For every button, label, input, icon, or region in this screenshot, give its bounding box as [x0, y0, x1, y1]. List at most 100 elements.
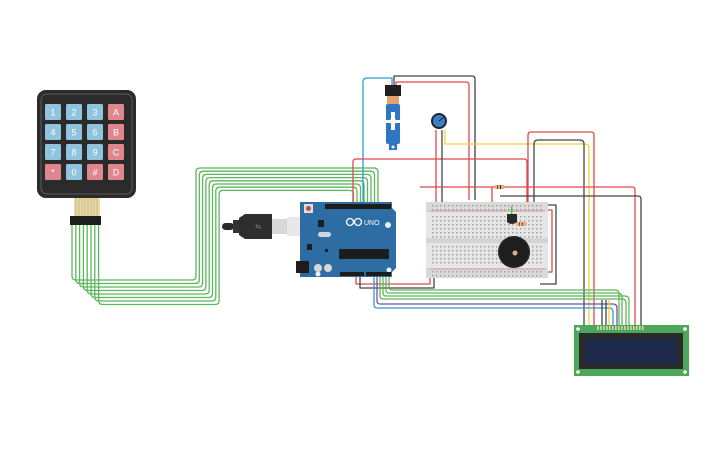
- lcd-pin: [597, 326, 599, 330]
- wire-power-top[interactable]: [352, 158, 528, 228]
- transistor[interactable]: [507, 206, 517, 224]
- key-label: 1: [50, 108, 55, 118]
- lcd-pin: [615, 326, 617, 330]
- wire-rail-red[interactable]: [545, 209, 553, 273]
- lcd-data-wire[interactable]: [388, 276, 620, 326]
- keypad-key-1[interactable]: 1: [45, 104, 61, 120]
- usb-icon: ⇆: [255, 224, 261, 231]
- key-label: 6: [92, 128, 97, 138]
- key-label: B: [113, 128, 119, 138]
- keypad-key-2[interactable]: 2: [66, 104, 82, 120]
- lcd-data-wire[interactable]: [376, 276, 618, 326]
- keypad-wire[interactable]: [78, 173, 372, 288]
- keypad-key-8[interactable]: 8: [66, 144, 82, 160]
- lcd-pin: [627, 326, 629, 330]
- keypad-key-*[interactable]: *: [45, 164, 61, 180]
- wire-servo-signal[interactable]: [362, 77, 393, 205]
- lcd-pin: [636, 326, 638, 330]
- lcd-pin: [618, 326, 620, 330]
- key-label: 5: [71, 128, 76, 138]
- lcd-pin: [612, 326, 614, 330]
- wire-lcd-red-1[interactable]: [527, 131, 595, 326]
- key-label: 4: [50, 128, 55, 138]
- key-label: 0: [71, 168, 76, 178]
- keypad-key-0[interactable]: 0: [66, 164, 82, 180]
- keypad-wire[interactable]: [90, 183, 362, 299]
- lcd-data-wire[interactable]: [373, 276, 614, 326]
- key-label: *: [51, 168, 55, 178]
- keypad-key-5[interactable]: 5: [66, 124, 82, 140]
- crystal: [318, 232, 331, 237]
- uno-label: UNO: [364, 220, 380, 227]
- piezo-buzzer[interactable]: [498, 236, 530, 268]
- lcd-data-wires: [373, 276, 630, 326]
- lcd-data-wire[interactable]: [385, 276, 623, 326]
- keypad-ribbon: [70, 198, 101, 225]
- wire-lcd-black-1[interactable]: [533, 139, 585, 326]
- wire-arduino-5v[interactable]: [355, 276, 431, 285]
- keypad-connector: [70, 216, 101, 225]
- lcd-pin: [609, 326, 611, 330]
- potentiometer[interactable]: [431, 113, 447, 129]
- lcd-pin: [639, 326, 641, 330]
- keypad-wire[interactable]: [82, 176, 369, 292]
- keypad-key-9[interactable]: 9: [87, 144, 103, 160]
- keypad-key-#[interactable]: #: [87, 164, 103, 180]
- keypad-wires: [71, 167, 379, 306]
- key-label: 7: [50, 148, 55, 158]
- arduino-board[interactable]: UNO: [296, 202, 396, 277]
- lcd-pin: [606, 326, 608, 330]
- lcd-pin: [624, 326, 626, 330]
- key-label: 9: [92, 148, 97, 158]
- lcd-pin: [642, 326, 644, 330]
- keypad-key-4[interactable]: 4: [45, 124, 61, 140]
- wire-black-right[interactable]: [500, 195, 642, 326]
- power-jack: [296, 261, 309, 273]
- digital-header: [325, 204, 391, 209]
- power-header: [340, 272, 364, 276]
- key-label: 2: [71, 108, 76, 118]
- servo-motor[interactable]: [384, 85, 402, 150]
- lcd-data-wire[interactable]: [382, 276, 630, 326]
- analog-header: [366, 272, 391, 276]
- wires: [71, 75, 642, 326]
- wire-red-right[interactable]: [420, 186, 636, 326]
- keypad-key-D[interactable]: D: [108, 164, 124, 180]
- lcd-data-wire[interactable]: [379, 276, 627, 326]
- keypad-key-B[interactable]: B: [108, 124, 124, 140]
- keypad-key-6[interactable]: 6: [87, 124, 103, 140]
- keypad-wire[interactable]: [97, 189, 355, 306]
- keypad-key-3[interactable]: 3: [87, 104, 103, 120]
- lcd-screen: [585, 338, 677, 364]
- resistor[interactable]: [494, 185, 505, 189]
- lcd-pin: [633, 326, 635, 330]
- key-label: A: [113, 108, 119, 118]
- capacitor: [314, 264, 322, 272]
- keypad-wire[interactable]: [86, 180, 365, 295]
- lcd-pin: [600, 326, 602, 330]
- keypad-wire[interactable]: [75, 170, 376, 285]
- key-label: #: [92, 168, 97, 178]
- key-label: D: [113, 168, 120, 178]
- wire-arduino-gnd[interactable]: [359, 276, 435, 289]
- keypad-key-C[interactable]: C: [108, 144, 124, 160]
- keypad-key-7[interactable]: 7: [45, 144, 61, 160]
- breadboard[interactable]: [426, 202, 548, 278]
- atmega-chip: [339, 249, 389, 259]
- usb-cable[interactable]: ⇆: [222, 214, 301, 239]
- keypad-wire[interactable]: [94, 186, 358, 302]
- wire-servo-power[interactable]: [395, 81, 470, 200]
- lcd-pin: [630, 326, 632, 330]
- lcd-pin: [621, 326, 623, 330]
- keypad-wire[interactable]: [71, 167, 379, 281]
- keypad-key-A[interactable]: A: [108, 104, 124, 120]
- arduino-logo: UNO: [345, 217, 380, 227]
- resistor[interactable]: [516, 222, 527, 226]
- wire-servo-ground[interactable]: [393, 75, 476, 200]
- capacitor: [324, 264, 332, 272]
- key-label: C: [113, 148, 120, 158]
- lcd-16x2[interactable]: [574, 325, 689, 376]
- wire-pot-wiper[interactable]: [444, 130, 590, 326]
